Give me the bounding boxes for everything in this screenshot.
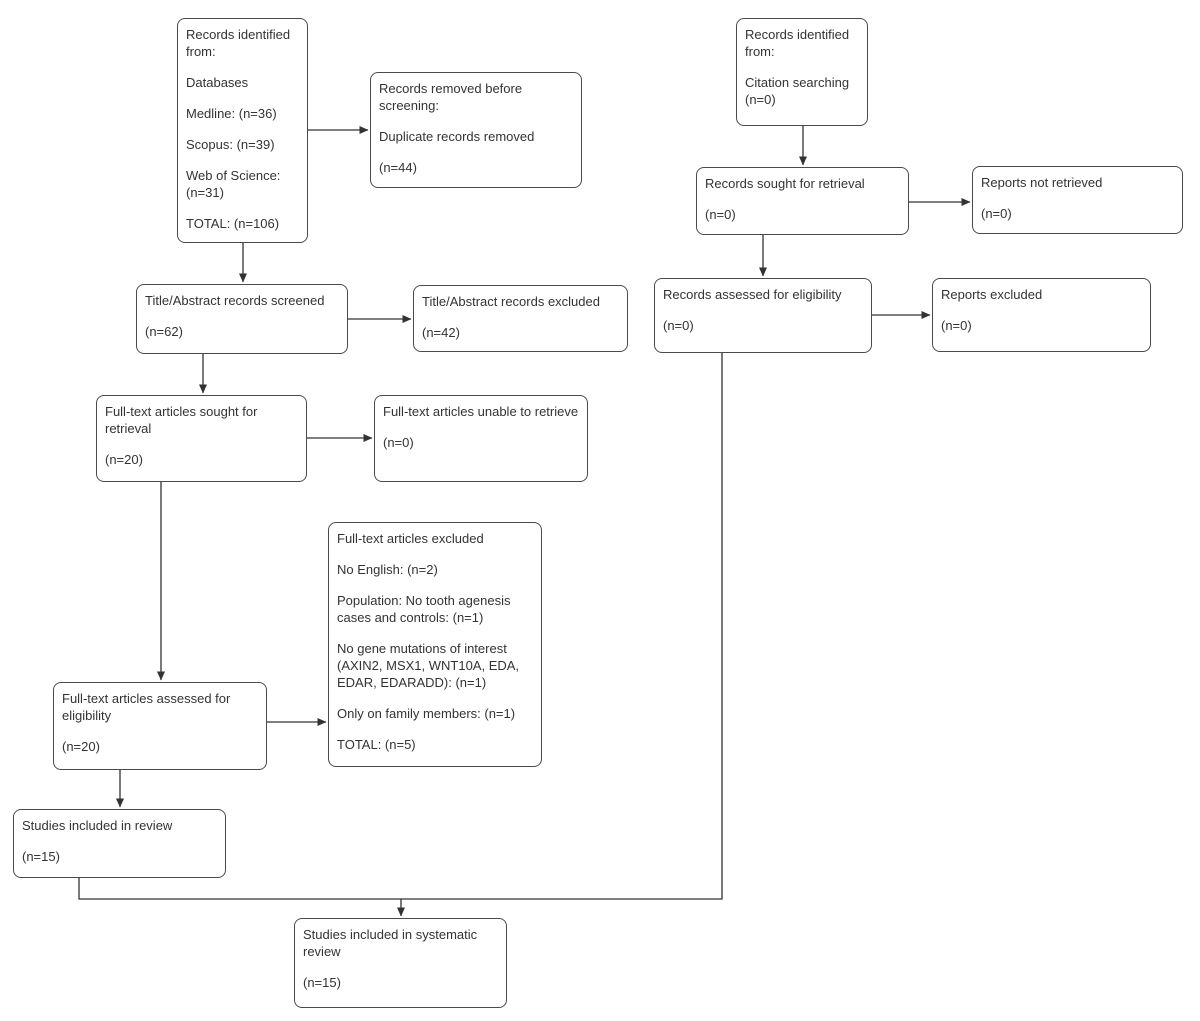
- node-records-assessed-eligibility: Records assessed for eligibility (n=0): [654, 278, 872, 353]
- text-paragraph: No English: (n=2): [337, 562, 438, 577]
- text-paragraph: (n=42): [422, 325, 460, 340]
- node-fulltext-excluded: Full-text articles excluded No English: …: [328, 522, 542, 767]
- text-paragraph: (n=15): [22, 849, 60, 864]
- node-title-abstract-screened: Title/Abstract records screened (n=62): [136, 284, 348, 354]
- text-paragraph: No gene mutations of interest (AXIN2, MS…: [337, 641, 520, 690]
- text-paragraph: Full-text articles assessed for eligibil…: [62, 691, 231, 723]
- text-paragraph: Title/Abstract records excluded: [422, 294, 600, 309]
- text-paragraph: Records removed before screening:: [379, 81, 523, 113]
- node-fulltext-unable: Full-text articles unable to retrieve (n…: [374, 395, 588, 482]
- text-paragraph: (n=15): [303, 975, 341, 990]
- text-paragraph: Records sought for retrieval: [705, 176, 865, 191]
- text-paragraph: (n=20): [105, 452, 143, 467]
- node-fulltext-sought: Full-text articles sought for retrieval …: [96, 395, 307, 482]
- text-paragraph: Records identified from:: [186, 27, 291, 59]
- text-paragraph: TOTAL: (n=106): [186, 216, 280, 231]
- text-paragraph: Full-text articles unable to retrieve: [383, 404, 579, 419]
- text-paragraph: (n=0): [663, 318, 694, 333]
- text-paragraph: (n=62): [145, 324, 183, 339]
- text-paragraph: Reports excluded: [941, 287, 1043, 302]
- text-paragraph: (n=0): [705, 207, 736, 222]
- node-studies-included-systematic: Studies included in systematic review (n…: [294, 918, 507, 1008]
- text-paragraph: (n=0): [941, 318, 972, 333]
- text-paragraph: Citation searching (n=0): [745, 75, 850, 107]
- text-paragraph: (n=44): [379, 160, 417, 175]
- node-records-identified-databases: Records identified from: Databases Medli…: [177, 18, 308, 243]
- text-paragraph: Databases: [186, 75, 249, 90]
- text-paragraph: Studies included in review: [22, 818, 173, 833]
- text-paragraph: Studies included in systematic review: [303, 927, 478, 959]
- text-paragraph: (n=20): [62, 739, 100, 754]
- node-studies-included-review: Studies included in review (n=15): [13, 809, 226, 878]
- text-paragraph: Title/Abstract records screened: [145, 293, 325, 308]
- node-records-sought-retrieval: Records sought for retrieval (n=0): [696, 167, 909, 235]
- node-records-identified-citation: Records identified from: Citation search…: [736, 18, 868, 126]
- node-reports-excluded: Reports excluded (n=0): [932, 278, 1151, 352]
- text-paragraph: Records assessed for eligibility: [663, 287, 842, 302]
- text-paragraph: Medline: (n=36): [186, 106, 277, 121]
- text-paragraph: (n=0): [383, 435, 414, 450]
- text-paragraph: Full-text articles sought for retrieval: [105, 404, 258, 436]
- text-paragraph: (n=0): [981, 206, 1012, 221]
- node-records-removed-before-screening: Records removed before screening: Duplic…: [370, 72, 582, 188]
- text-paragraph: Full-text articles excluded: [337, 531, 484, 546]
- text-paragraph: TOTAL: (n=5): [337, 737, 416, 752]
- text-paragraph: Duplicate records removed: [379, 129, 535, 144]
- node-reports-not-retrieved: Reports not retrieved (n=0): [972, 166, 1183, 234]
- text-paragraph: Only on family members: (n=1): [337, 706, 516, 721]
- node-fulltext-assessed: Full-text articles assessed for eligibil…: [53, 682, 267, 770]
- text-paragraph: Reports not retrieved: [981, 175, 1103, 190]
- text-paragraph: Population: No tooth agenesis cases and …: [337, 593, 511, 625]
- text-paragraph: Web of Science: (n=31): [186, 168, 281, 200]
- node-title-abstract-excluded: Title/Abstract records excluded (n=42): [413, 285, 628, 352]
- text-paragraph: Records identified from:: [745, 27, 850, 59]
- text-paragraph: Scopus: (n=39): [186, 137, 275, 152]
